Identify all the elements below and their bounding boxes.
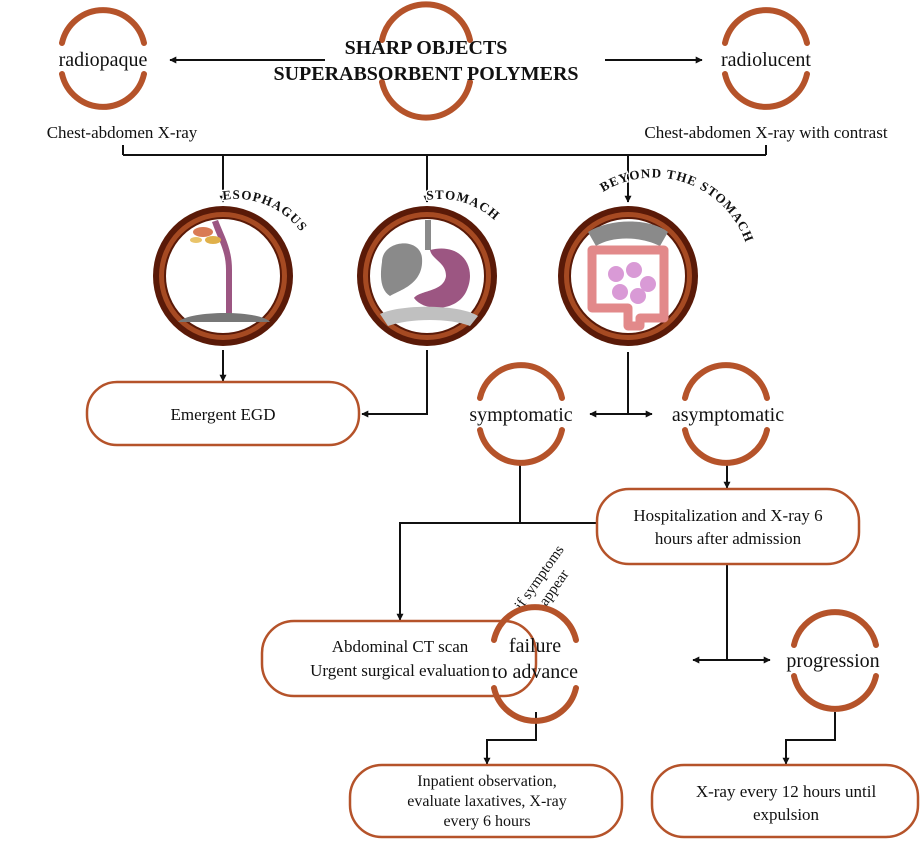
radiopaque-label: radiopaque — [59, 49, 148, 71]
progression-arc-top — [791, 609, 879, 648]
header-arc-top — [379, 1, 473, 43]
symptomatic-arc-bottom — [477, 427, 565, 466]
intestine-icon — [587, 221, 669, 331]
hospitalization-line2: hours after admission — [655, 529, 802, 548]
arrow-progression-xray12 — [782, 712, 836, 765]
arrow-failure-inpatient — [483, 712, 537, 765]
stomach-icon — [380, 220, 478, 326]
ct-line2: Urgent surgical evaluation — [310, 661, 490, 680]
beyond-node: BEYOND THE STOMACH — [558, 164, 758, 346]
progression-arc-bottom — [791, 673, 879, 712]
radiolucent-node: radiolucent — [721, 7, 811, 110]
asymptomatic-label: asymptomatic — [672, 404, 784, 426]
header-line2: SUPERABSORBENT POLYMERS — [273, 63, 578, 85]
radiolucent-arc-bottom — [722, 71, 810, 110]
inpatient-line2: evaluate laxatives, X-ray — [407, 793, 566, 810]
esophagus-node: ESOPHAGUS — [153, 185, 311, 346]
emergent-egd-frame — [85, 380, 361, 447]
symptomatic-node: symptomatic — [469, 362, 573, 466]
ct-frame — [260, 619, 538, 698]
emergent-egd-label: Emergent EGD — [171, 405, 276, 424]
ct-line1: Abdominal CT scan — [332, 637, 469, 656]
xray12-box: X-ray every 12 hours until expulsion — [650, 763, 920, 839]
esophagus-icon — [178, 220, 270, 322]
failure-arc-bottom — [491, 685, 579, 724]
ct-box: Abdominal CT scan Urgent surgical evalua… — [260, 619, 538, 698]
emergent-egd-box: Emergent EGD — [85, 380, 361, 447]
radiolucent-label: radiolucent — [721, 49, 811, 71]
xray12-frame — [650, 763, 920, 839]
failure-arc-top — [491, 604, 579, 643]
arrow-symptomatic-ct — [396, 465, 521, 621]
radiopaque-arc-top — [59, 7, 147, 46]
progression-label: progression — [786, 650, 879, 672]
failure-node: failure to advance — [491, 604, 579, 724]
inpatient-line1: Inpatient observation, — [417, 773, 557, 790]
asymptomatic-arc-bottom — [682, 427, 770, 466]
radiolucent-exam: Chest-abdomen X-ray with contrast — [644, 123, 887, 142]
header-arc-bottom — [379, 79, 473, 121]
asymptomatic-node: asymptomatic — [672, 362, 784, 466]
xray12-line2: expulsion — [753, 805, 820, 824]
hospitalization-line1: Hospitalization and X-ray 6 — [633, 506, 822, 525]
header-line1: SHARP OBJECTS — [345, 37, 508, 59]
progression-node: progression — [786, 609, 880, 712]
radiolucent-arc-top — [722, 7, 810, 46]
radiopaque-arc-bottom — [59, 71, 147, 110]
symptomatic-label: symptomatic — [469, 404, 572, 426]
connectors — [122, 56, 836, 765]
arrow-stomach-egd — [361, 350, 428, 418]
asymptomatic-arc-top — [682, 362, 770, 401]
xray12-line1: X-ray every 12 hours until — [696, 782, 877, 801]
inpatient-frame — [348, 763, 624, 839]
symptomatic-arc-top — [477, 362, 565, 401]
radiopaque-node: radiopaque — [59, 7, 148, 110]
header: SHARP OBJECTS SUPERABSORBENT POLYMERS — [273, 1, 579, 121]
inpatient-line3: every 6 hours — [443, 813, 530, 830]
hospitalization-box: Hospitalization and X-ray 6 hours after … — [595, 487, 861, 566]
radiopaque-exam: Chest-abdomen X-ray — [47, 123, 198, 142]
failure-line2: to advance — [492, 661, 578, 683]
failure-line1: failure — [509, 635, 561, 657]
esophagus-ring-inner — [164, 217, 282, 335]
stomach-node: STOMACH — [357, 185, 504, 346]
hospitalization-frame — [595, 487, 861, 566]
inpatient-box: Inpatient observation, evaluate laxative… — [348, 763, 624, 839]
